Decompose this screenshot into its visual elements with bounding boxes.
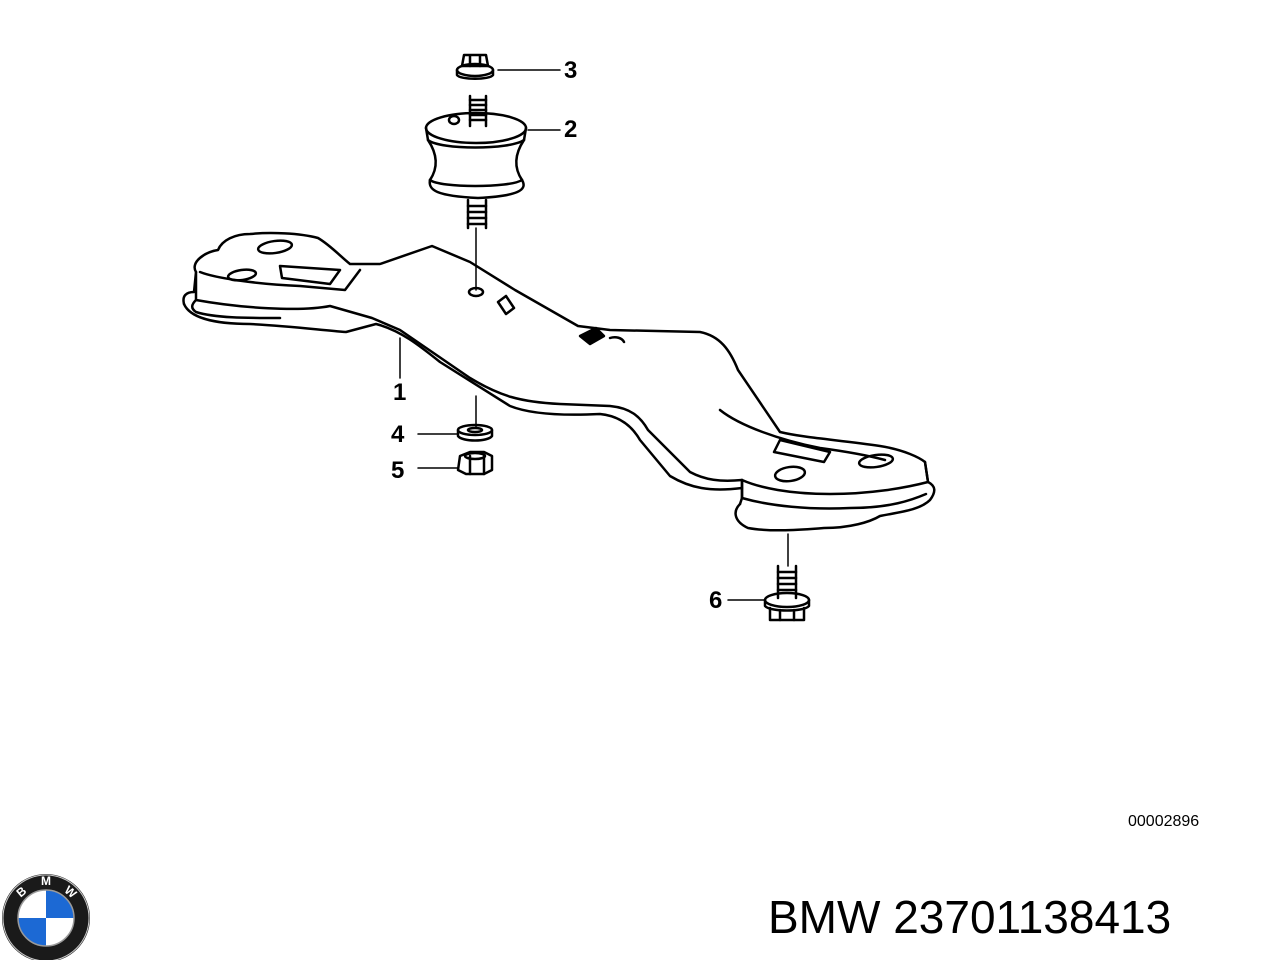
bmw-roundel-icon: B M W xyxy=(2,874,90,960)
diagram-code: 00002896 xyxy=(1128,813,1200,830)
flange-bolt-part xyxy=(455,53,495,80)
callout-part-2: 2 xyxy=(564,116,578,143)
hex-nut-part xyxy=(456,450,494,476)
callout-part-5: 5 xyxy=(391,457,405,484)
callout-part-1: 1 xyxy=(393,379,407,406)
callout-part-4: 4 xyxy=(391,421,405,448)
rubber-mount-part xyxy=(424,94,528,230)
assembly-axis-lines xyxy=(475,227,789,567)
crossmember-part xyxy=(182,231,936,532)
lower-flange-bolt-part xyxy=(763,564,811,622)
logo-letter-m: M xyxy=(41,874,51,888)
callout-part-3: 3 xyxy=(564,57,578,84)
callout-leader-lines xyxy=(399,69,766,601)
callout-part-6: 6 xyxy=(709,587,723,614)
part-number-title: BMW 23701138413 xyxy=(768,891,1172,943)
washer-part xyxy=(456,423,494,442)
